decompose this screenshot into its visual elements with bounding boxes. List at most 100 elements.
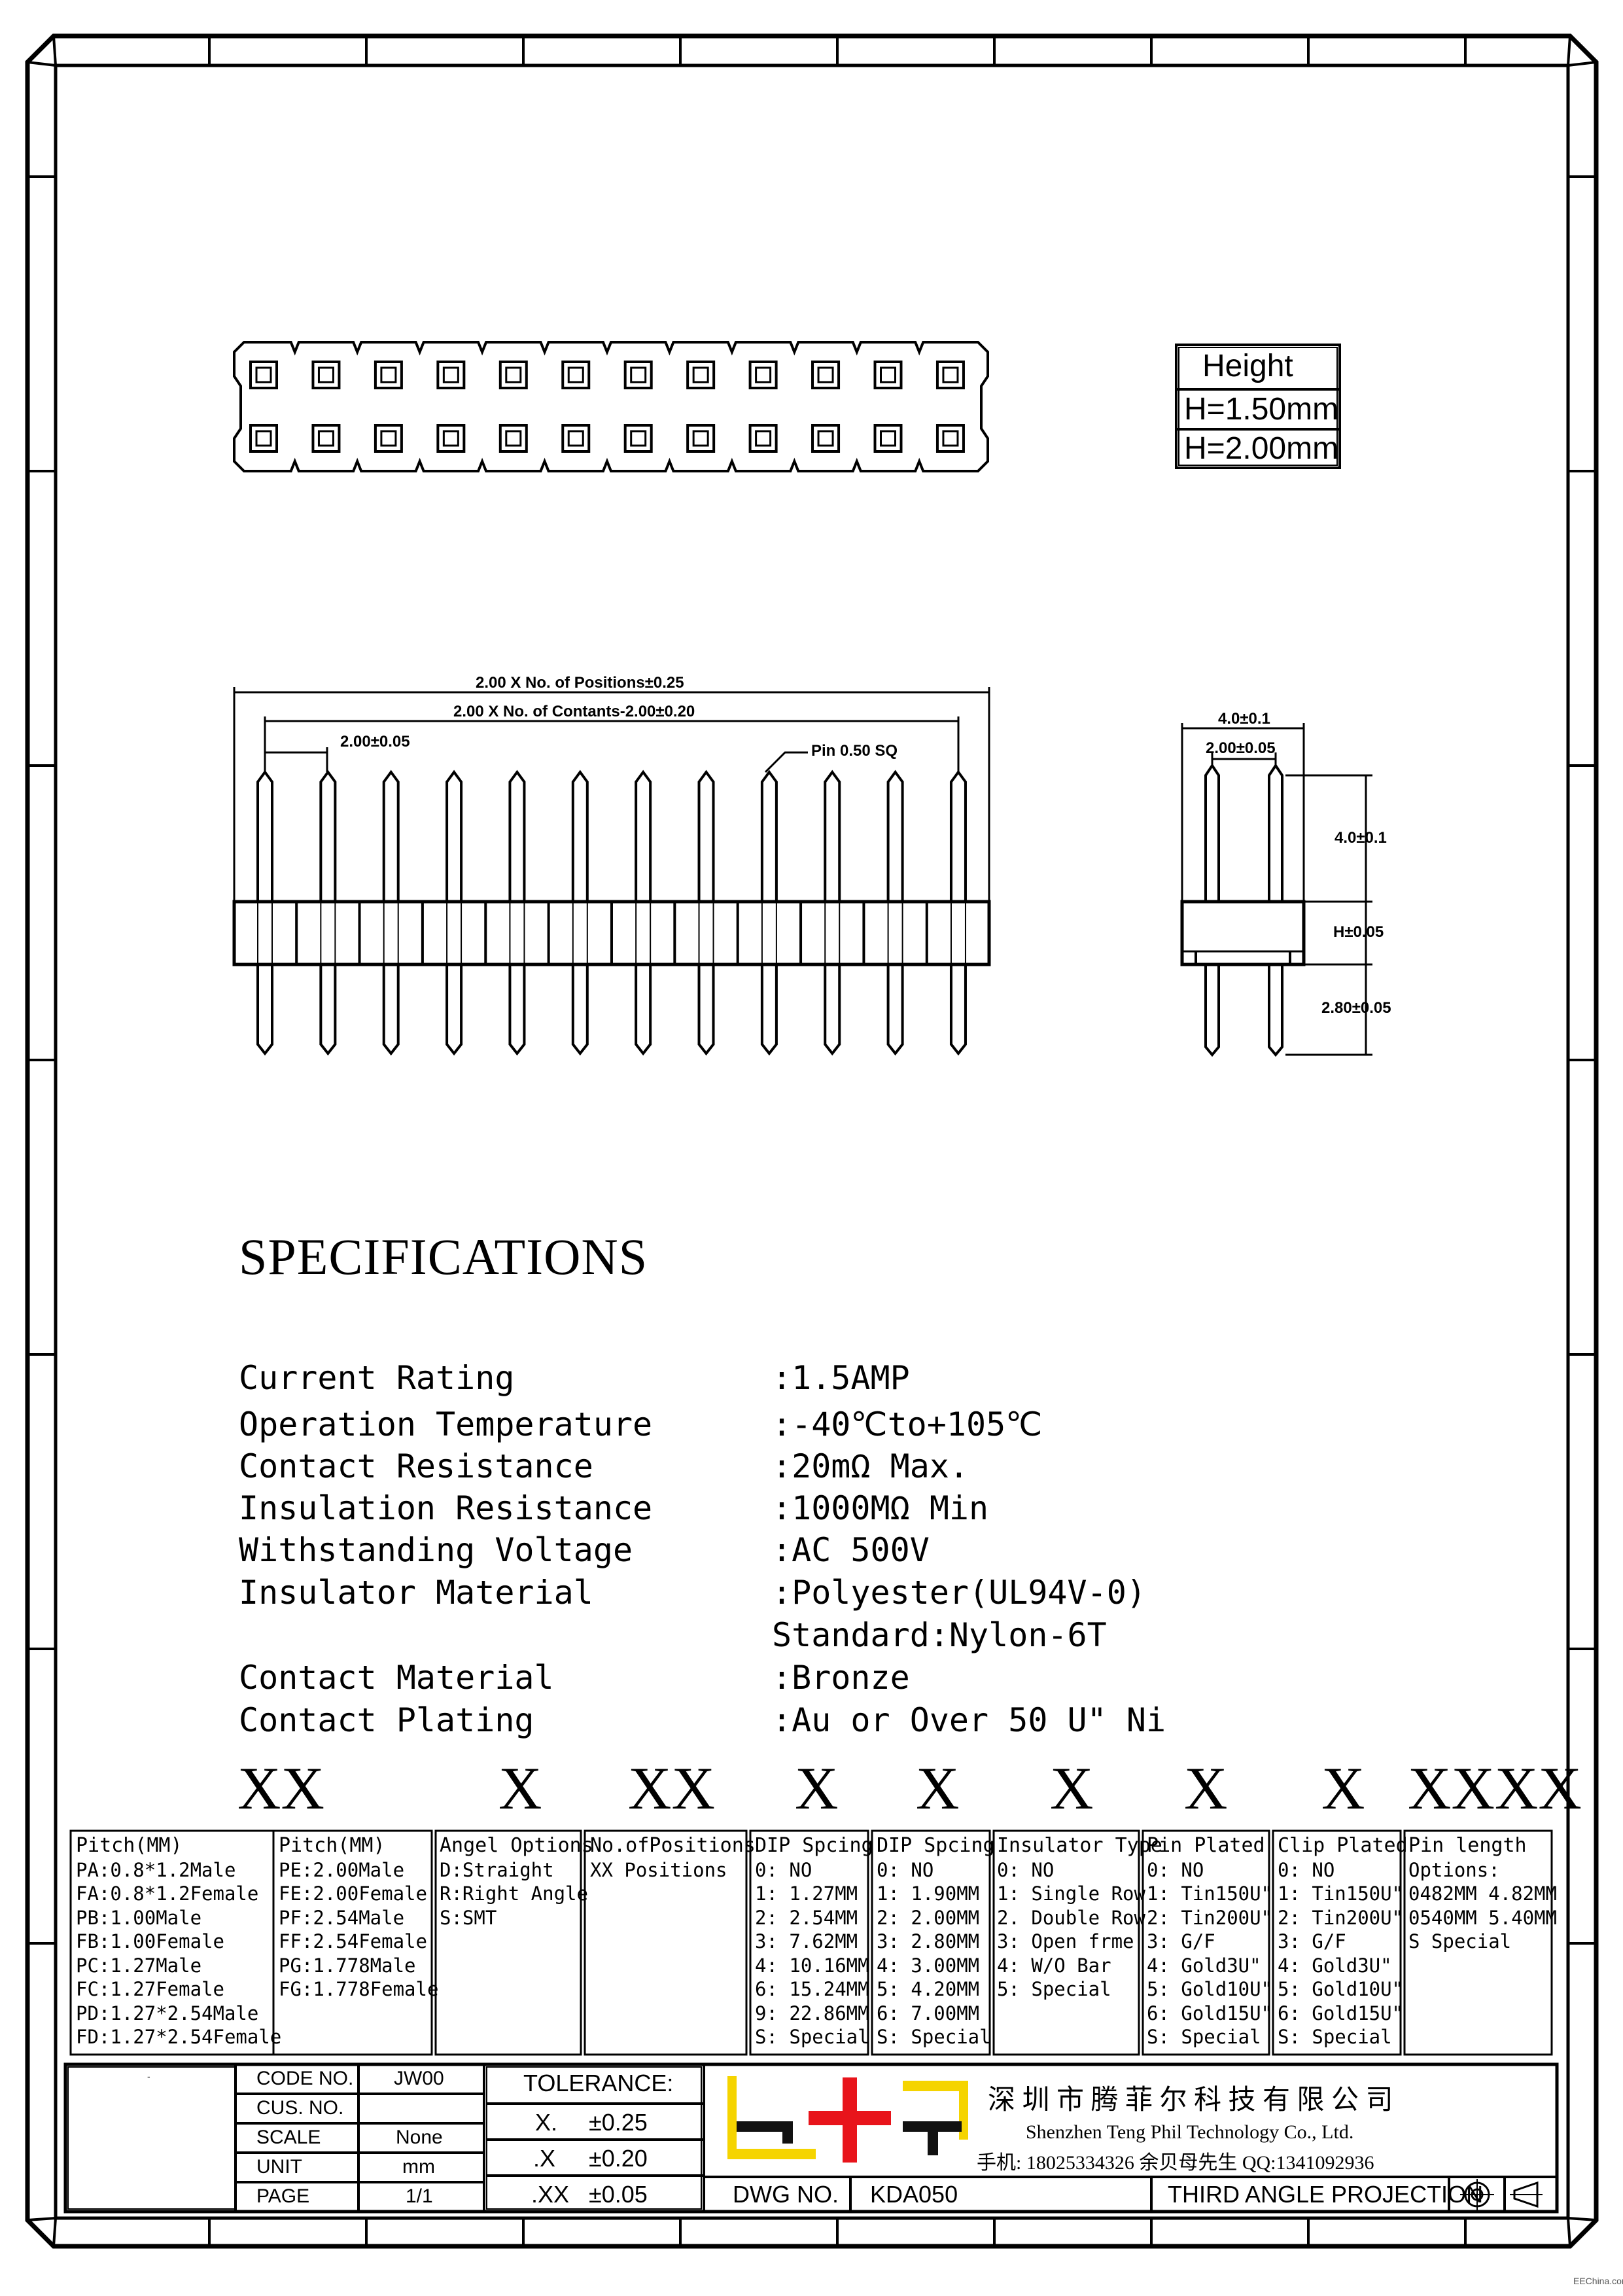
side-view bbox=[1180, 723, 1372, 1057]
code-option-text: 2. Double Row bbox=[997, 1906, 1145, 1929]
part-code-letter: X bbox=[916, 1755, 960, 1822]
top-pin-outer bbox=[498, 424, 528, 453]
code-option-text: PE:2.00Male bbox=[279, 1858, 405, 1881]
watermark: EEChina.com bbox=[1573, 2276, 1623, 2286]
code-option-text: 0: NO bbox=[755, 1858, 812, 1881]
front-pin-top bbox=[382, 769, 400, 903]
tolerance-dx-key: .X bbox=[533, 2145, 556, 2172]
spec-value: :20mΩ Max. bbox=[772, 1447, 969, 1485]
top-pin-inner bbox=[817, 430, 834, 447]
top-pin-outer bbox=[686, 361, 716, 389]
company-contact: 手机: 18025334326 余贝母先生 QQ:1341092936 bbox=[977, 2152, 1374, 2174]
top-pin-inner bbox=[817, 366, 834, 383]
code-option-text: 6: Gold15U" bbox=[1147, 2002, 1273, 2024]
top-pin-inner bbox=[380, 430, 397, 447]
code-option-text: PB:1.00Male bbox=[76, 1906, 202, 1929]
dim-side-width: 4.0±0.1 bbox=[1218, 710, 1270, 728]
code-option-text: 2: 2.00MM bbox=[877, 1906, 980, 1929]
spec-label: Insulation Resistance bbox=[239, 1489, 653, 1527]
code-option-text: Options: bbox=[1408, 1858, 1500, 1881]
code-option-text: 3: Open frme bbox=[997, 1930, 1134, 1952]
front-pin-top bbox=[635, 769, 652, 903]
code-option-text: 4: W/O Bar bbox=[997, 1954, 1111, 1977]
top-pin-outer bbox=[686, 424, 716, 453]
code-option-text: DIP Spcing bbox=[755, 1834, 873, 1857]
code-option-text: 1: Single Row bbox=[997, 1882, 1145, 1905]
code-option-text: No.ofPositions bbox=[590, 1834, 756, 1857]
dim-pin-size: Pin 0.50 SQ bbox=[811, 742, 898, 760]
front-pin-top bbox=[697, 769, 715, 903]
code-option-text: PD:1.27*2.54Male bbox=[76, 2002, 259, 2024]
blank-cell-mark: - bbox=[147, 2071, 150, 2081]
cus-no-label: CUS. NO. bbox=[256, 2097, 344, 2119]
top-pin-inner bbox=[505, 430, 522, 447]
page-value: 1/1 bbox=[406, 2185, 433, 2207]
top-pin-inner bbox=[567, 430, 584, 447]
spec-value: :Polyester(UL94V-0) bbox=[772, 1574, 1146, 1612]
spec-value: :AC 500V bbox=[772, 1531, 930, 1569]
dim-contacts-length: 2.00 X No. of Contants-2.00±0.20 bbox=[453, 703, 695, 720]
front-pin-bottom bbox=[508, 963, 526, 1056]
top-pin-outer bbox=[935, 361, 965, 389]
part-code-letter: X bbox=[795, 1755, 839, 1822]
dim-pitch: 2.00±0.05 bbox=[340, 733, 410, 751]
code-option-text: PA:0.8*1.2Male bbox=[76, 1858, 236, 1881]
top-pin-inner bbox=[880, 430, 896, 447]
top-pin-outer bbox=[249, 361, 278, 389]
dim-side-mid: H±0.05 bbox=[1333, 923, 1384, 941]
code-option-text: 2: 2.54MM bbox=[755, 1906, 858, 1929]
code-option-text: S: Special bbox=[755, 2026, 869, 2048]
code-option-text: FE:2.00Female bbox=[279, 1882, 427, 1905]
code-option-text: 3: 2.80MM bbox=[877, 1930, 980, 1952]
top-pin-inner bbox=[442, 430, 459, 447]
code-option-text: 6: 15.24MM bbox=[755, 1978, 869, 2000]
top-pin-outer bbox=[311, 361, 341, 389]
height-header: Height bbox=[1202, 349, 1293, 383]
tolerance-dxx-key: .XX bbox=[531, 2181, 570, 2208]
top-pin-inner bbox=[630, 366, 647, 383]
top-pin-outer bbox=[436, 361, 466, 389]
company-name-cn: 深 圳 市 腾 菲 尔 科 技 有 限 公 司 bbox=[988, 2085, 1393, 2115]
code-option-text: 0: NO bbox=[997, 1858, 1055, 1881]
front-pin-top bbox=[256, 769, 273, 903]
code-option-text: D:Straight bbox=[440, 1858, 554, 1881]
spec-value: :-40℃to+105℃ bbox=[772, 1405, 1043, 1443]
logo-yellow-bar bbox=[727, 2076, 737, 2158]
logo-red-horizontal bbox=[809, 2111, 891, 2125]
code-option-text: 1: 1.90MM bbox=[877, 1882, 980, 1905]
code-option-text: 4: 10.16MM bbox=[755, 1954, 869, 1977]
dim-side-top: 4.0±0.1 bbox=[1335, 829, 1387, 847]
front-pin-top bbox=[760, 769, 778, 903]
front-pin-top bbox=[445, 769, 463, 903]
top-pin-inner bbox=[255, 366, 272, 383]
code-option-text: S:SMT bbox=[440, 1906, 497, 1929]
top-pin-outer bbox=[374, 424, 403, 453]
spec-label: Contact Resistance bbox=[239, 1447, 593, 1485]
part-code-letter: X bbox=[1321, 1755, 1365, 1822]
front-pin-bottom bbox=[949, 963, 967, 1056]
tolerance-x-value: ±0.25 bbox=[589, 2109, 648, 2136]
top-pin-outer bbox=[623, 361, 653, 389]
spec-label: Withstanding Voltage bbox=[239, 1531, 633, 1569]
top-pin-outer bbox=[935, 424, 965, 453]
code-table bbox=[69, 1829, 1553, 2056]
code-option-text: FG:1.778Female bbox=[279, 1978, 439, 2000]
code-option-text: 5: Gold10U" bbox=[1278, 1978, 1404, 2000]
code-option-text: Insulator Type bbox=[997, 1834, 1162, 1857]
page-label: PAGE bbox=[256, 2185, 310, 2207]
top-pin-outer bbox=[498, 361, 528, 389]
spec-label: Current Rating bbox=[239, 1359, 515, 1397]
code-option-text: Angel Options bbox=[440, 1834, 593, 1857]
code-option-text: 4: Gold3U" bbox=[1278, 1954, 1392, 1977]
tolerance-x-key: X. bbox=[535, 2109, 558, 2136]
top-pin-inner bbox=[380, 366, 397, 383]
front-pin-bottom bbox=[445, 963, 463, 1056]
front-pin-bottom bbox=[697, 963, 715, 1056]
top-pin-inner bbox=[755, 430, 772, 447]
projection-label: THIRD ANGLE PROJECTION bbox=[1168, 2181, 1484, 2208]
dwg-no-value: KDA050 bbox=[870, 2181, 958, 2208]
top-pin-inner bbox=[255, 430, 272, 447]
code-option-text: 9: 22.86MM bbox=[755, 2002, 869, 2024]
code-option-text: 0: NO bbox=[877, 1858, 934, 1881]
